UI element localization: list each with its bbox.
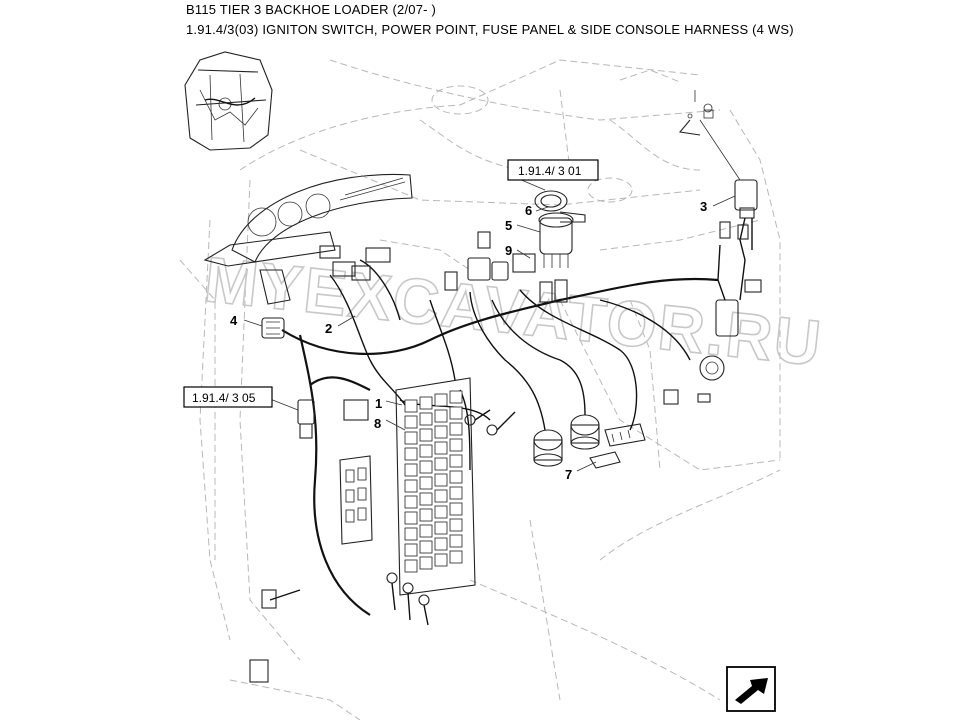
fuse-slot (419, 444, 433, 458)
fuse-slot (434, 457, 448, 471)
fuse-slot (404, 527, 418, 541)
diagram-title: B115 TIER 3 BACKHOE LOADER (2/07- ) (186, 2, 436, 17)
fuse-slot (419, 460, 433, 474)
fuse-slot (449, 502, 463, 516)
fuse-slot (404, 415, 418, 429)
fuse-slot (404, 399, 418, 413)
fuse-slot (434, 537, 448, 551)
ignition-switch (512, 190, 586, 273)
ring-terminals (386, 409, 516, 626)
main-harness (269, 259, 719, 616)
fuse-slot (434, 409, 448, 423)
power-point-sockets (533, 355, 725, 467)
fuse-panel (395, 377, 476, 596)
fuse-slot (419, 412, 433, 426)
fuse-slot (404, 479, 418, 493)
fuse-slot (419, 492, 433, 506)
reference-label-harness: 1.91.4/ 3 05 (192, 391, 256, 405)
fuse-slot (404, 511, 418, 525)
fuse-slot (434, 473, 448, 487)
fuse-slot (449, 406, 463, 420)
fuse-slot (449, 454, 463, 468)
fuse-slot (404, 447, 418, 461)
fuse-slot (449, 518, 463, 532)
callout-1: 1 (375, 396, 382, 411)
diagram-subtitle: 1.91.4/3(03) IGNITON SWITCH, POWER POINT… (186, 22, 794, 37)
fuse-slot (434, 521, 448, 535)
side-fuse-block (297, 399, 373, 545)
callout-9: 9 (505, 243, 512, 258)
fuse-slot (434, 441, 448, 455)
upper-connector-group (319, 231, 568, 303)
fuse-slot (434, 425, 448, 439)
instrument-cluster (203, 173, 413, 305)
fuse-slot (449, 390, 463, 404)
lower-left-connectors (249, 389, 711, 683)
fuse-slot (449, 470, 463, 484)
callout-6: 6 (525, 203, 532, 218)
fuse-slot (419, 540, 433, 554)
fuse-slot (434, 489, 448, 503)
fuse-slot (419, 396, 433, 410)
fuse-slot (449, 486, 463, 500)
reference-box-harness[interactable]: 1.91.4/ 3 05 (183, 386, 273, 408)
next-page-arrow-icon[interactable] (726, 666, 776, 712)
connector-4 (261, 317, 285, 339)
fuse-slot (419, 524, 433, 538)
fuse-slot (404, 431, 418, 445)
fuse-slot (434, 505, 448, 519)
fuse-slot (404, 559, 418, 573)
reference-box-ignition[interactable]: 1.91.4/ 3 01 (507, 159, 599, 181)
fuse-slot (434, 393, 448, 407)
connector-9 (512, 253, 536, 273)
fuse-slot (449, 534, 463, 548)
callout-5: 5 (505, 218, 512, 233)
key-lock-icon (678, 90, 741, 181)
fuse-slot (419, 556, 433, 570)
connector-3 (734, 179, 758, 301)
fuse-slot (419, 508, 433, 522)
callout-7: 7 (565, 467, 572, 482)
callout-8: 8 (374, 416, 381, 431)
fuse-slot (404, 463, 418, 477)
connector-7 (589, 423, 646, 469)
fuse-slot (404, 543, 418, 557)
reference-label-ignition: 1.91.4/ 3 01 (518, 164, 582, 178)
fuse-slot (404, 495, 418, 509)
fuse-slot (419, 428, 433, 442)
callout-4: 4 (230, 313, 238, 328)
fuse-slot (419, 476, 433, 490)
cab-thumbnail-icon (184, 51, 273, 151)
fuse-slot (449, 550, 463, 564)
fuse-slot (434, 553, 448, 567)
callout-2: 2 (325, 321, 332, 336)
callout-3: 3 (700, 199, 707, 214)
fuse-slot (449, 438, 463, 452)
cab-structure-outline (179, 59, 781, 720)
fuse-slot (449, 422, 463, 436)
